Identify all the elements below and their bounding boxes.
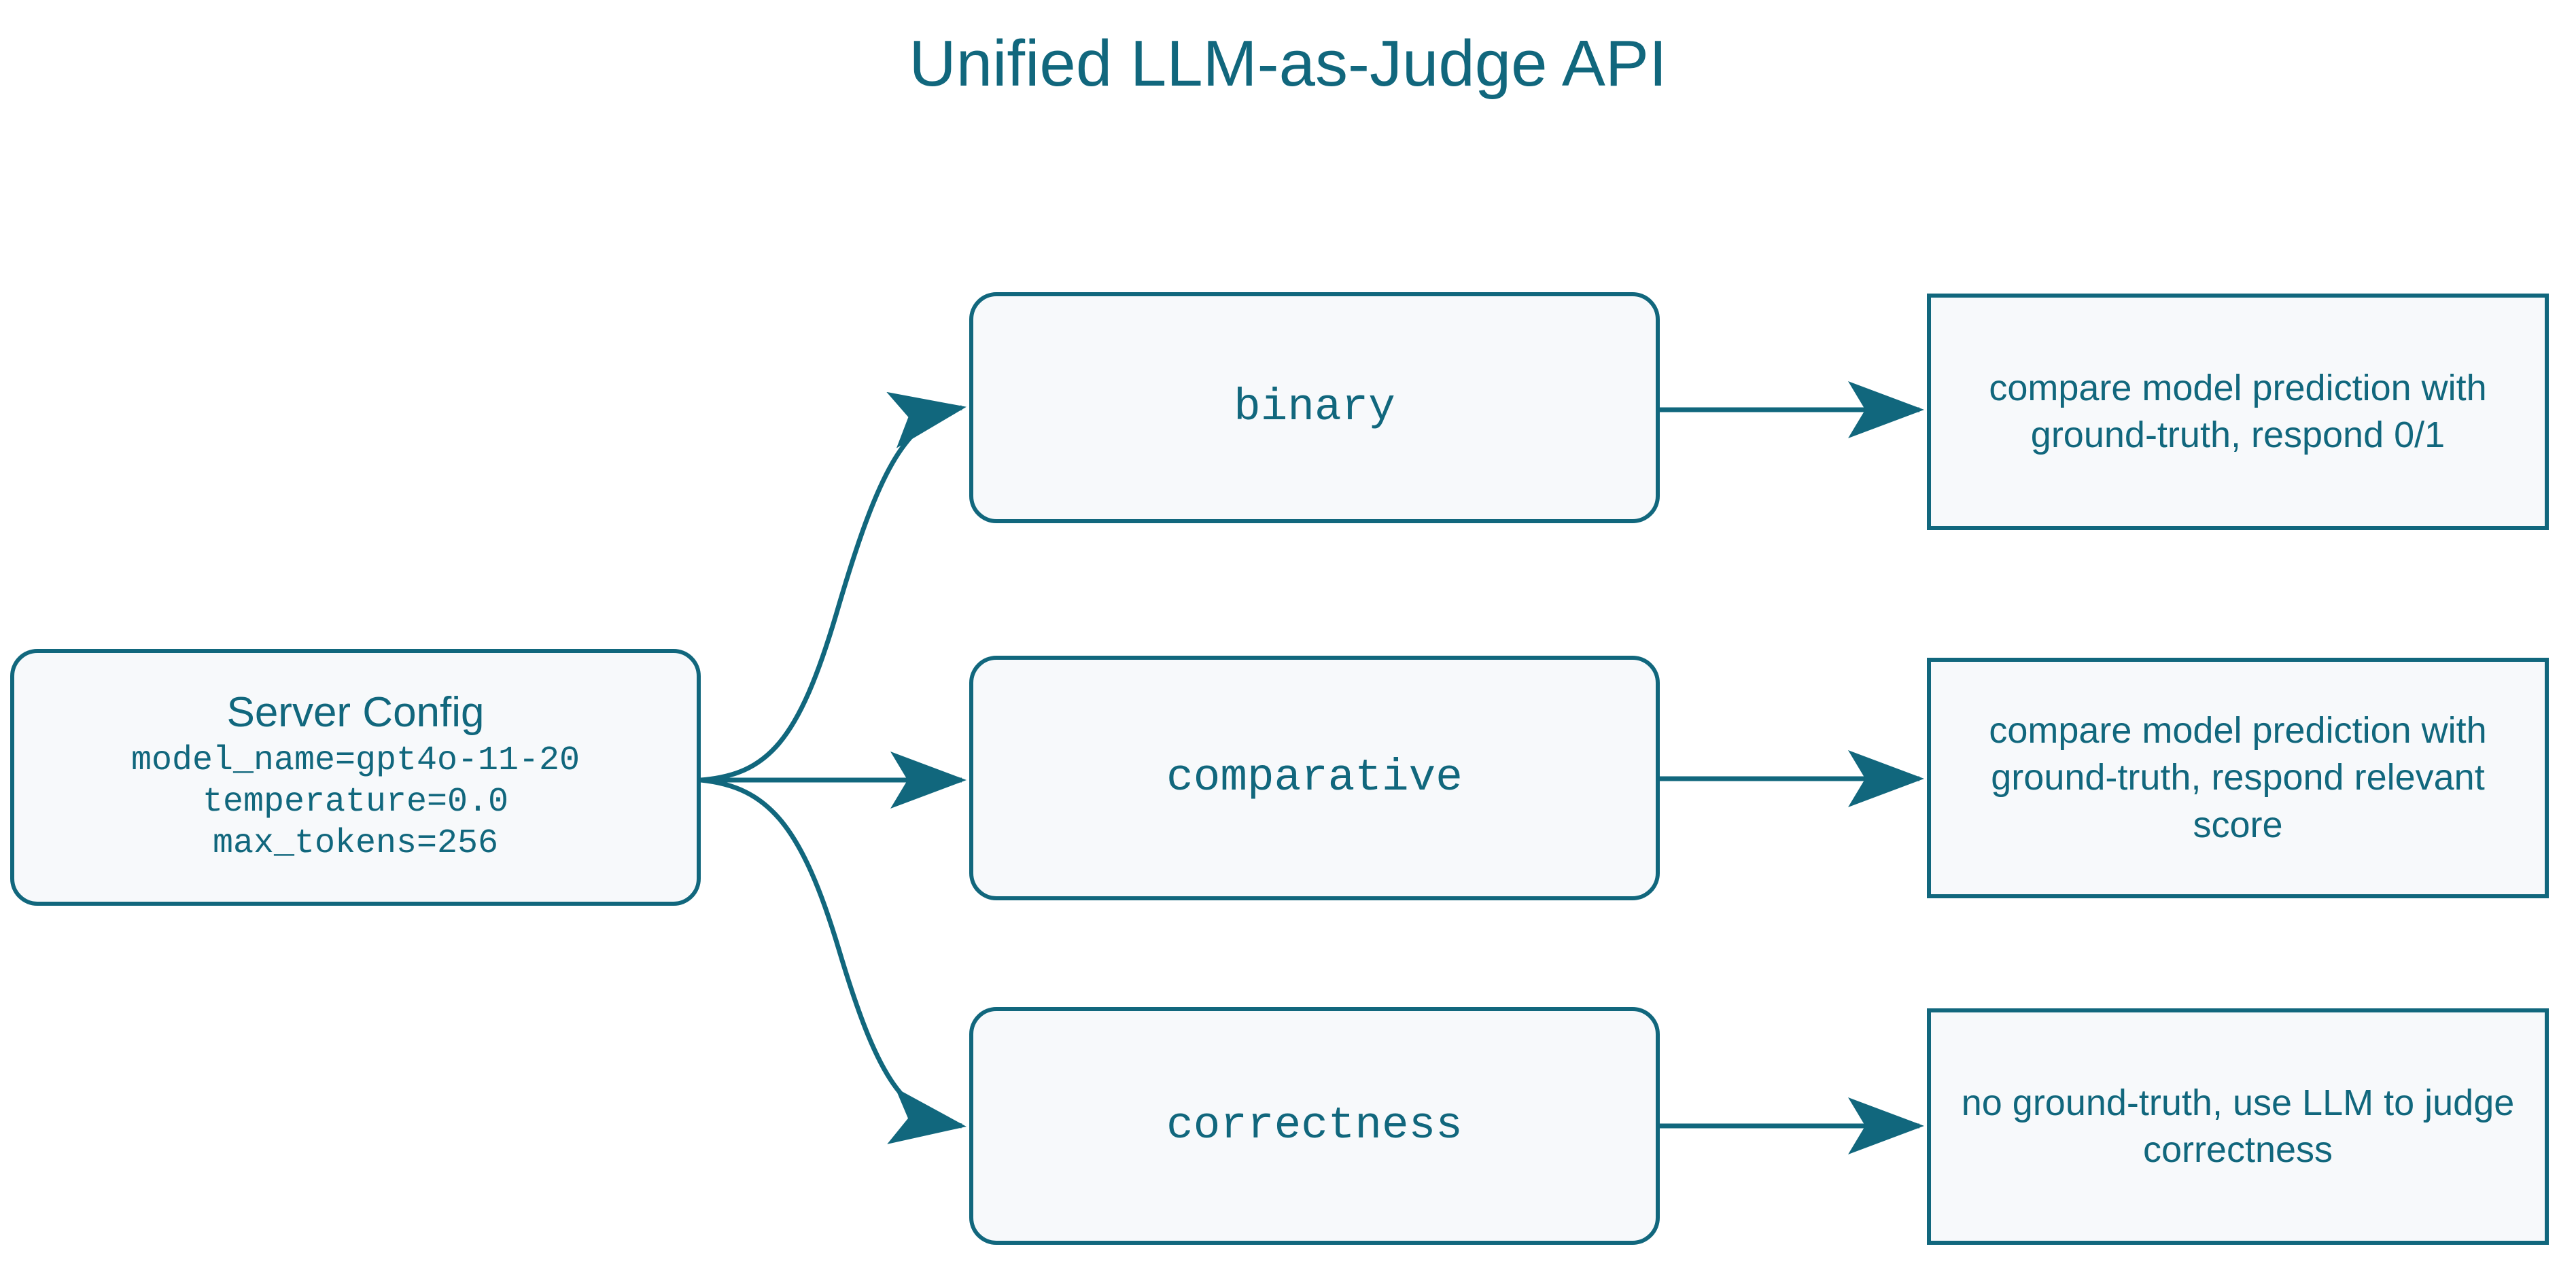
edge-server-to-correctness — [700, 777, 967, 1144]
description-label-comparative: compare model prediction with ground-tru… — [1989, 710, 2487, 845]
description-node-correctness[interactable]: no ground-truth, use LLM to judge correc… — [1927, 1008, 2549, 1245]
mode-node-correctness[interactable]: correctness — [969, 1007, 1660, 1245]
server-config-node[interactable]: Server Config model_name=gpt4o-11-20 tem… — [10, 649, 701, 906]
mode-label-binary: binary — [1234, 381, 1395, 433]
server-config-title: Server Config — [226, 688, 485, 736]
mode-label-comparative: comparative — [1166, 752, 1463, 803]
description-node-comparative[interactable]: compare model prediction with ground-tru… — [1927, 658, 2549, 898]
mode-node-comparative[interactable]: comparative — [969, 656, 1660, 900]
edge-server-to-binary — [700, 391, 967, 783]
description-node-binary[interactable]: compare model prediction with ground-tru… — [1927, 294, 2549, 530]
description-label-binary: compare model prediction with ground-tru… — [1989, 367, 2487, 455]
server-config-settings: model_name=gpt4o-11-20 temperature=0.0 m… — [130, 741, 580, 864]
page-title: Unified LLM-as-Judge API — [909, 27, 1667, 100]
mode-node-binary[interactable]: binary — [969, 292, 1660, 523]
mode-label-correctness: correctness — [1166, 1099, 1463, 1151]
description-label-correctness: no ground-truth, use LLM to judge correc… — [1961, 1082, 2515, 1170]
